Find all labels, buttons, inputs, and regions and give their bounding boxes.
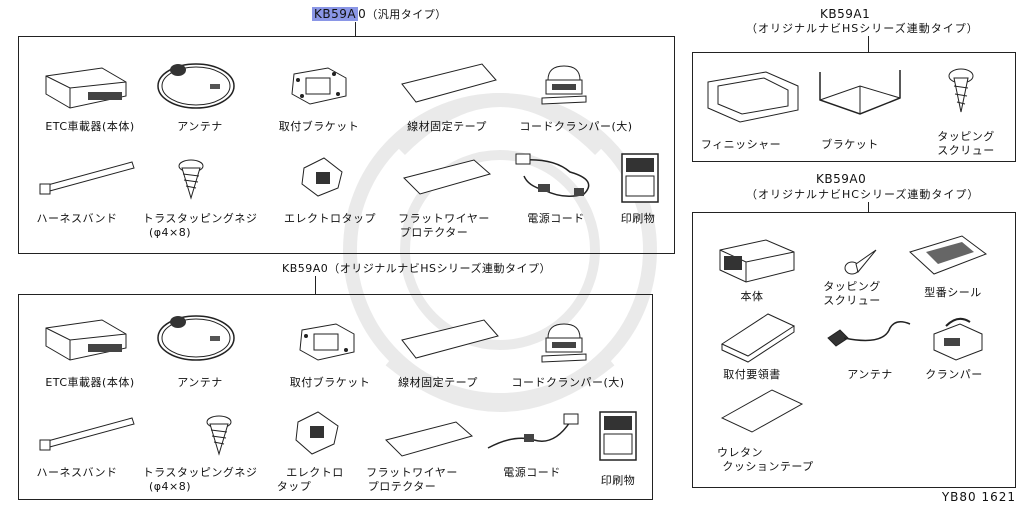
etc-unit-icon: [45, 67, 127, 109]
kit1-etc-unit-label: ETC車載器(本体): [45, 120, 135, 133]
tapping-screw-icon: [844, 249, 877, 275]
model-seal-icon: [909, 235, 988, 275]
kit2-etc-unit-label: ETC車載器(本体): [45, 376, 135, 389]
kit2-flat-wire-label-1: フラットワイヤー: [366, 466, 458, 479]
kit1-code-highlight[interactable]: KB59A: [312, 7, 359, 21]
watermark-emblem-icon: [343, 93, 657, 412]
antenna-icon: [157, 63, 235, 109]
kit2-antenna-label: アンテナ: [177, 376, 223, 389]
kit4-box: [692, 212, 1016, 488]
kit4-antenna-label: アンテナ: [847, 368, 893, 381]
kit3-screw-label-1: タッピング: [937, 130, 995, 143]
tape-icon: [401, 319, 499, 359]
kit1-screw-label-2: (φ4×8): [148, 226, 192, 239]
etc-unit-icon: [45, 319, 127, 361]
kit4-screw-label-1: タッピング: [823, 280, 881, 293]
kit2-tape-label: 線材固定テープ: [398, 376, 478, 389]
kit1-antenna-label: アンテナ: [177, 120, 223, 133]
kit4-type: （オリジナルナビHCシリーズ連動タイプ）: [746, 188, 980, 201]
kit3-box: [692, 52, 1016, 162]
bracket-icon: [291, 67, 347, 105]
tapping-screw-icon: [206, 415, 232, 456]
kit4-urethane-label-2: クッションテープ: [722, 460, 814, 473]
kit2-screw-label-2: (φ4×8): [148, 480, 192, 493]
flat-wire-icon: [403, 159, 492, 195]
antenna-icon: [827, 321, 911, 347]
kit1-box: [18, 36, 675, 254]
kit4-clamper-label: クランパー: [925, 368, 983, 381]
kit1-screw-label-1: トラスタッピングネジ: [142, 212, 258, 225]
kit1-type: （汎用タイプ）: [366, 8, 447, 21]
kit4-model-seal-label: 型番シール: [924, 286, 982, 299]
power-cord-icon: [487, 413, 579, 449]
kit1-tape-label: 線材固定テープ: [407, 120, 487, 133]
kit1-harness-band-label: ハーネスバンド: [36, 212, 118, 225]
diagram-code: YB80 1621: [941, 490, 1016, 504]
clamper-icon: [933, 317, 983, 361]
kit4-urethane-label-1: ウレタン: [717, 446, 763, 459]
kit1-printed-label: 印刷物: [620, 212, 656, 225]
kit2-flat-wire-label-2: プロテクター: [367, 480, 437, 493]
clamper-icon: [541, 65, 587, 105]
manual-icon: [720, 313, 796, 363]
clamper-icon: [541, 323, 587, 363]
kit3-finisher-label: フィニッシャー: [700, 138, 782, 151]
kit3-screw-label-2: スクリュー: [937, 144, 995, 157]
harness-band-icon: [39, 417, 135, 451]
kit4-body-label: 本体: [740, 290, 764, 303]
kit1-leader: [355, 22, 356, 36]
kit4-manual-label: 取付要領書: [723, 368, 781, 381]
kit1-bracket-label: 取付ブラケット: [278, 120, 360, 133]
kit1-flat-wire-label-1: フラットワイヤー: [398, 212, 490, 225]
kit1-power-cord-label: 電源コード: [527, 212, 585, 225]
antenna-icon: [157, 315, 235, 361]
tapping-screw-icon: [948, 68, 974, 113]
kit1-code-rest: 0: [358, 7, 367, 21]
kit4-leader: [868, 202, 869, 212]
kit1-electro-tap-label: エレクトロタップ: [284, 212, 376, 225]
kit2-header: KB59A0（オリジナルナビHSシリーズ連動タイプ）: [282, 262, 551, 275]
electro-tap-icon: [301, 157, 343, 197]
tapping-screw-icon: [178, 159, 204, 200]
kit2-power-cord-label: 電源コード: [503, 466, 561, 479]
harness-band-icon: [39, 161, 135, 195]
kit2-clamper-label: コードクランパー(大): [511, 376, 625, 389]
body-unit-icon: [719, 239, 795, 283]
kit2-box: [18, 294, 653, 500]
kit2-leader: [315, 276, 316, 294]
kit2-electro-label-1: エレクトロ: [286, 466, 344, 479]
kit3-type: （オリジナルナビHSシリーズ連動タイプ）: [746, 22, 979, 35]
kit2-harness-band-label: ハーネスバンド: [36, 466, 118, 479]
urethane-tape-icon: [720, 389, 804, 433]
kit2-electro-label-2: タップ: [276, 480, 312, 493]
kit4-code: KB59A0: [816, 172, 867, 186]
kit4-screw-label-2: スクリュー: [823, 294, 881, 307]
electro-tap-icon: [295, 411, 339, 455]
tape-icon: [401, 63, 497, 103]
flat-wire-icon: [385, 421, 474, 457]
kit3-code: KB59A1: [820, 7, 871, 21]
kit3-leader: [868, 36, 869, 52]
printed-matter-icon: [599, 411, 637, 461]
bracket-k3-icon: [819, 70, 901, 115]
kit2-screw-label-1: トラスタッピングネジ: [142, 466, 258, 479]
kit2-printed-label: 印刷物: [600, 474, 636, 487]
power-cord-icon: [515, 153, 590, 197]
kit1-flat-wire-label-2: プロテクター: [399, 226, 469, 239]
bracket-icon: [299, 323, 355, 361]
kit2-bracket-label: 取付ブラケット: [289, 376, 371, 389]
printed-matter-icon: [621, 153, 659, 203]
finisher-icon: [707, 71, 799, 123]
kit1-clamper-label: コードクランパー(大): [519, 120, 633, 133]
kit3-bracket-label: ブラケット: [821, 138, 879, 151]
